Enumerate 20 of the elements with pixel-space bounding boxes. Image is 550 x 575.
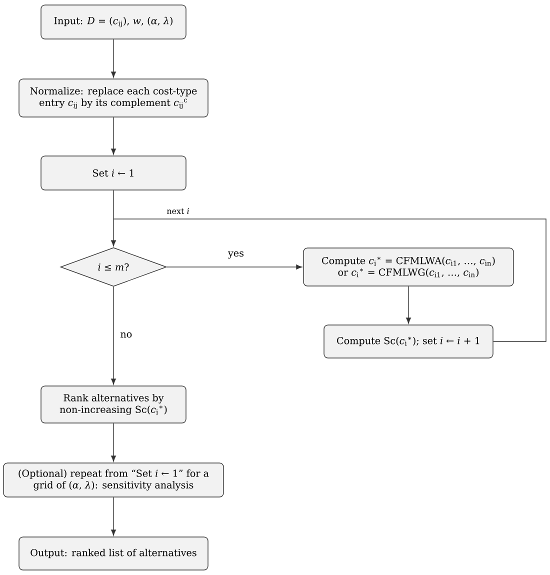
arrow (111, 117, 116, 155)
process-box: Output: ranked list of alternatives (18, 536, 208, 570)
process-box: Input: D = (c$_{ij}$), w, (α, λ) (40, 4, 186, 40)
process-box: (Optional) repeat from “Set i ← 1” for a grid of (α, λ): sensitivity analysis (3, 462, 224, 498)
arrow (111, 286, 116, 385)
process-box: Rank alternatives by non-increasing Sc(c$_{i}$$^{∗}$) (40, 386, 186, 424)
arrow (111, 218, 116, 246)
arrow (111, 39, 116, 78)
edge-label: next i (166, 207, 190, 215)
arrow (111, 497, 116, 536)
process-box: Compute c$_{i}$$^{∗}$ = CFMLWA(c$_{i1}$, …, c$_{in}$) or c$_{i}$$^{∗}$ = CFMLWG(c$_{i1}$, …, c$_{in}$) (303, 248, 514, 286)
process-box: Set i ← 1 (40, 156, 186, 190)
arrow (406, 286, 411, 324)
edge-label: yes (226, 250, 246, 260)
arrow (166, 264, 302, 270)
process-box: Compute Sc(c$_{i}$$^{∗}$); set i ← i + 1 (324, 324, 494, 358)
connector-line (113, 218, 546, 342)
arrow (111, 423, 116, 462)
connector-line (113, 190, 114, 220)
edge-label: no (119, 331, 134, 339)
